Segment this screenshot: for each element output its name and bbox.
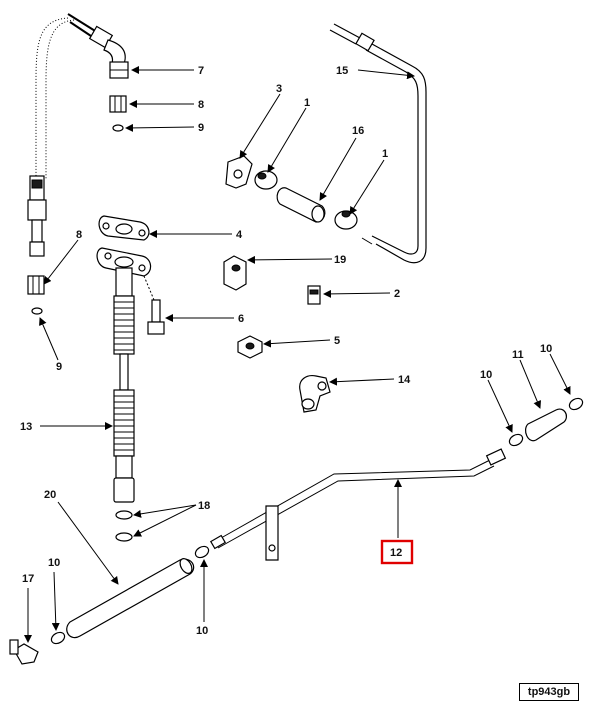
part-18-oring-b	[115, 532, 133, 542]
part-1-clamp-a	[254, 170, 278, 190]
callout-3: 3	[276, 83, 282, 95]
part-10-clamp-right-a	[508, 433, 524, 447]
callout-8: 8	[76, 229, 82, 241]
part-12-tube	[209, 448, 507, 561]
callout-16: 16	[352, 125, 364, 137]
callout-1: 1	[304, 97, 310, 109]
hose-end-fitting	[88, 25, 126, 65]
drain-flange	[96, 247, 152, 277]
callout-labels: 7 8 9 15 3 1 16 1 4 8 19 2 6 9 5 11 10 1…	[20, 65, 552, 637]
part-10-clamp-left	[50, 631, 66, 645]
callout-5: 5	[334, 335, 340, 347]
callout-20: 20	[44, 489, 56, 501]
part-19-nut	[223, 255, 247, 291]
part-10-clamp-mid	[194, 545, 210, 559]
figure-id-label: tp943gb	[519, 683, 579, 701]
callout-19: 19	[334, 254, 346, 266]
callout-10: 10	[540, 343, 552, 355]
part-18-oring-a	[115, 510, 133, 520]
callout-10: 10	[196, 625, 208, 637]
part-8-nut-top	[109, 95, 127, 113]
callout-4: 4	[236, 229, 243, 241]
callout-14: 14	[398, 374, 411, 386]
part-3-elbow	[225, 155, 253, 189]
part-10-clamp-right-b	[568, 397, 584, 411]
part-1-clamp-b	[334, 210, 358, 230]
part-6-bolt	[143, 275, 165, 335]
callout-15: 15	[336, 65, 348, 77]
callout-10: 10	[480, 369, 492, 381]
part-13-corrugated-tube	[113, 267, 135, 503]
part-9-oring-left	[31, 307, 43, 315]
callout-13: 13	[20, 421, 32, 433]
callout-7: 7	[198, 65, 204, 77]
part-2-fitting	[307, 285, 321, 305]
part-15-pipe	[329, 23, 427, 264]
part-4-gasket	[98, 215, 150, 241]
part-16-hose	[276, 187, 326, 223]
vertical-hose-fittings	[27, 175, 47, 257]
callout-9: 9	[56, 361, 62, 373]
part-20-hose	[66, 558, 195, 639]
leader-lines	[24, 66, 571, 643]
callout-1: 1	[382, 148, 388, 160]
part-8-nut-left	[27, 275, 45, 295]
part-5-fitting	[237, 335, 263, 359]
part-17-elbow	[9, 639, 39, 665]
callout-6: 6	[238, 313, 244, 325]
part-7-fitting	[109, 61, 129, 79]
callout-8: 8	[198, 99, 204, 111]
callout-2: 2	[394, 288, 400, 300]
callout-17: 17	[22, 573, 34, 585]
callout-18: 18	[198, 500, 210, 512]
highlight-box	[380, 539, 414, 565]
part-11-hose	[524, 408, 568, 442]
callout-11: 11	[512, 349, 524, 361]
callout-10: 10	[48, 557, 60, 569]
callout-12: 12	[390, 547, 402, 559]
part-14-elbow	[299, 375, 331, 413]
part-9-oring-top	[112, 124, 124, 132]
callout-9: 9	[198, 122, 204, 134]
